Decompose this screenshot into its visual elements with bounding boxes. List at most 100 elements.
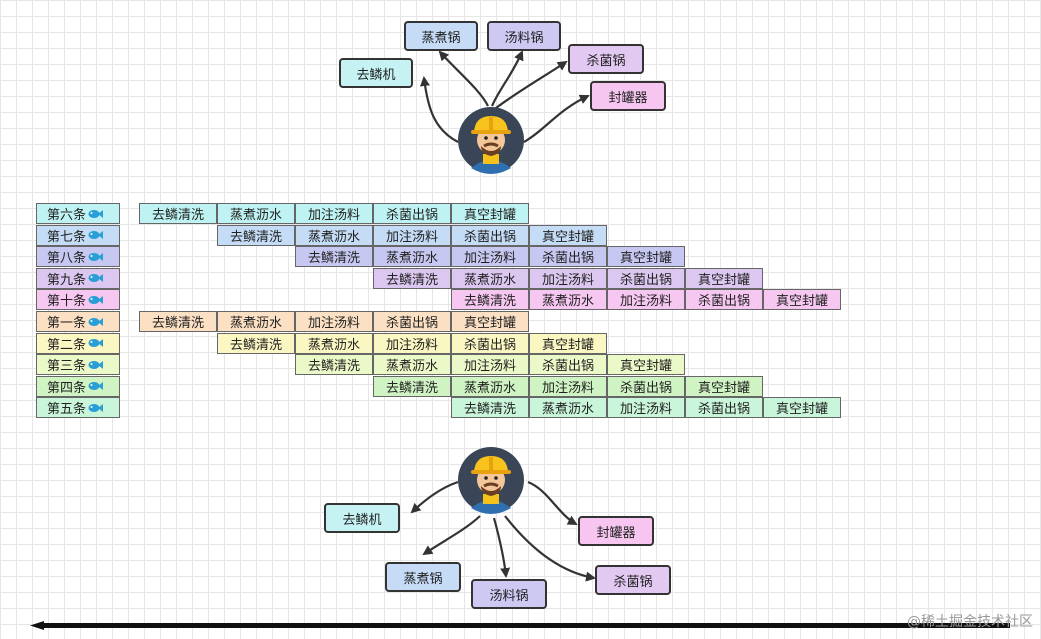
step-cell: 真空封罐 bbox=[763, 397, 841, 419]
step-cell: 去鳞清洗 bbox=[217, 224, 295, 246]
step-cell: 真空封罐 bbox=[685, 375, 763, 397]
machine-qulinji-top: 去鳞机 bbox=[339, 58, 413, 88]
step-cell: 加注汤料 bbox=[295, 311, 373, 332]
step-cell: 加注汤料 bbox=[451, 246, 529, 268]
row-label: 第二条 bbox=[36, 332, 120, 354]
step-cell: 真空封罐 bbox=[607, 354, 685, 376]
step-cell: 杀菌出锅 bbox=[607, 267, 685, 289]
step-cell: 加注汤料 bbox=[295, 203, 373, 224]
machine-label: 蒸煮锅 bbox=[403, 571, 443, 587]
fish-icon bbox=[88, 274, 104, 283]
machine-label: 封罐器 bbox=[608, 90, 648, 106]
arrow-top-to-shajunguo bbox=[495, 60, 568, 109]
arrow-top-to-qulinji bbox=[420, 76, 459, 143]
machine-tangliaoguo-bottom: 汤料锅 bbox=[471, 579, 547, 609]
fish-icon bbox=[88, 295, 104, 304]
machine-zhengzhuguo-top: 蒸煮锅 bbox=[404, 21, 478, 51]
step-cell: 杀菌出锅 bbox=[451, 332, 529, 354]
step-cell: 真空封罐 bbox=[529, 332, 607, 354]
step-cell: 加注汤料 bbox=[373, 332, 451, 354]
step-cell: 杀菌出锅 bbox=[529, 246, 607, 268]
row-label-text: 第六条 bbox=[47, 208, 87, 223]
fish-icon bbox=[88, 317, 104, 326]
step-cell: 加注汤料 bbox=[607, 397, 685, 419]
step-cell: 蒸煮沥水 bbox=[451, 267, 529, 289]
step-cell: 真空封罐 bbox=[451, 311, 529, 332]
step-cell: 加注汤料 bbox=[451, 354, 529, 376]
fish-icon bbox=[88, 252, 104, 261]
step-cell: 去鳞清洗 bbox=[373, 375, 451, 397]
machine-label: 去鳞机 bbox=[356, 67, 396, 83]
fish-icon bbox=[88, 339, 104, 348]
row-label-text: 第七条 bbox=[47, 229, 87, 245]
step-cell: 真空封罐 bbox=[607, 246, 685, 268]
arrow-bottom-to-tangliaoguo bbox=[492, 517, 511, 578]
arrow-bottom-to-fengguanqi bbox=[527, 480, 578, 525]
machine-tangliaoguo-top: 汤料锅 bbox=[487, 21, 561, 51]
step-cell: 杀菌出锅 bbox=[451, 224, 529, 246]
row-label-text: 第二条 bbox=[47, 337, 87, 353]
fish-icon bbox=[88, 382, 104, 391]
step-cell: 杀菌出锅 bbox=[685, 289, 763, 311]
row-label: 第八条 bbox=[36, 246, 120, 268]
step-cell: 加注汤料 bbox=[529, 267, 607, 289]
row-label-text: 第五条 bbox=[47, 402, 87, 418]
row-label-text: 第十条 bbox=[47, 294, 87, 310]
step-cell: 加注汤料 bbox=[607, 289, 685, 311]
step-cell: 杀菌出锅 bbox=[529, 354, 607, 376]
worker-avatar-icon bbox=[458, 107, 524, 174]
row-label-text: 第九条 bbox=[47, 272, 87, 288]
step-cell: 杀菌出锅 bbox=[607, 375, 685, 397]
step-cell: 蒸煮沥水 bbox=[451, 375, 529, 397]
step-cell: 去鳞清洗 bbox=[295, 354, 373, 376]
row-label: 第六条 bbox=[36, 203, 120, 224]
step-cell: 杀菌出锅 bbox=[685, 397, 763, 419]
step-cell: 蒸煮沥水 bbox=[217, 311, 295, 332]
timeline-arrow bbox=[30, 621, 1010, 630]
fish-icon bbox=[88, 231, 104, 240]
step-cell: 去鳞清洗 bbox=[451, 397, 529, 419]
watermark: @稀土掘金技术社区 bbox=[907, 614, 1033, 630]
step-cell: 去鳞清洗 bbox=[295, 246, 373, 268]
machine-qulinji-bottom: 去鳞机 bbox=[324, 503, 400, 533]
step-cell: 真空封罐 bbox=[685, 267, 763, 289]
row-label-text: 第四条 bbox=[47, 380, 87, 396]
step-cell: 蒸煮沥水 bbox=[295, 224, 373, 246]
step-cell: 去鳞清洗 bbox=[139, 311, 217, 332]
machine-label: 去鳞机 bbox=[342, 512, 382, 528]
step-cell: 蒸煮沥水 bbox=[373, 246, 451, 268]
step-cell: 加注汤料 bbox=[373, 224, 451, 246]
row-label: 第四条 bbox=[36, 375, 120, 397]
step-cell: 去鳞清洗 bbox=[139, 203, 217, 224]
step-cell: 蒸煮沥水 bbox=[529, 397, 607, 419]
machine-label: 蒸煮锅 bbox=[421, 30, 461, 46]
step-cell: 杀菌出锅 bbox=[373, 311, 451, 332]
step-cell: 加注汤料 bbox=[529, 375, 607, 397]
machine-shajunguo-bottom: 杀菌锅 bbox=[595, 565, 671, 595]
step-cell: 去鳞清洗 bbox=[373, 267, 451, 289]
machine-label: 汤料锅 bbox=[489, 588, 529, 604]
step-cell: 蒸煮沥水 bbox=[373, 354, 451, 376]
arrow-bottom-to-zhengzhuguo bbox=[422, 515, 481, 556]
fish-icon bbox=[88, 403, 104, 412]
worker-avatar-icon bbox=[458, 447, 524, 514]
step-cell: 真空封罐 bbox=[529, 224, 607, 246]
step-cell: 蒸煮沥水 bbox=[529, 289, 607, 311]
arrow-top-to-fengguanqi bbox=[523, 94, 590, 143]
fish-icon bbox=[88, 209, 104, 218]
row-label-text: 第一条 bbox=[47, 316, 87, 331]
row-label-text: 第三条 bbox=[47, 359, 87, 375]
row-label: 第一条 bbox=[36, 311, 120, 332]
step-cell: 杀菌出锅 bbox=[373, 203, 451, 224]
row-label-text: 第八条 bbox=[47, 251, 87, 267]
row-label: 第九条 bbox=[36, 267, 120, 289]
arrow-bottom-to-qulinji bbox=[410, 480, 459, 514]
row-label: 第七条 bbox=[36, 224, 120, 246]
step-cell: 蒸煮沥水 bbox=[217, 203, 295, 224]
step-cell: 去鳞清洗 bbox=[217, 332, 295, 354]
step-cell: 真空封罐 bbox=[763, 289, 841, 311]
machine-fengguanqi-bottom: 封罐器 bbox=[578, 516, 654, 546]
step-cell: 蒸煮沥水 bbox=[295, 332, 373, 354]
arrow-top-to-zhengzhuguo bbox=[438, 50, 489, 107]
